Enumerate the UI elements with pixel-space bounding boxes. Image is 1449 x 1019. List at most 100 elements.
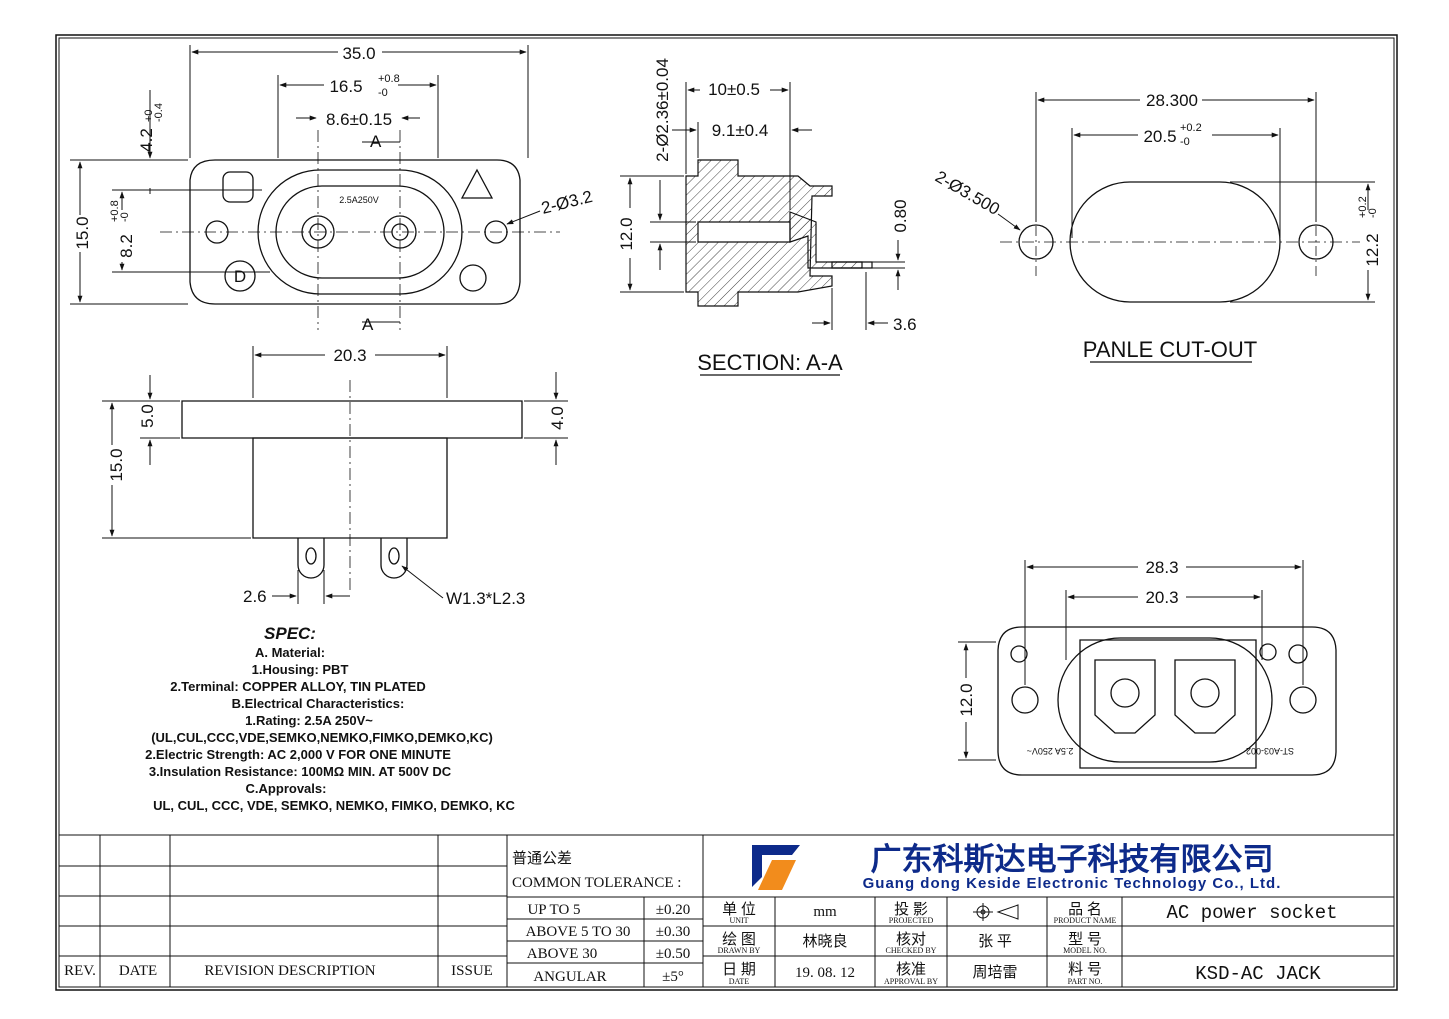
tb-tol-range: ABOVE 5 TO 30 [526,924,631,940]
cutout-title: PANLE CUT-OUT [1083,337,1257,362]
mark-icon [1289,645,1307,663]
dim-inner-height-tol-up: +0.8 [109,200,121,222]
side-view-pin-left [298,538,324,578]
ul-mark-icon [223,172,253,202]
section-terminal-tab [832,262,872,268]
tb-tolerance-en: COMMON TOLERANCE : [512,875,681,891]
dim-height: 15.0 [73,216,92,249]
rear-view-contact-right [1191,679,1219,707]
dim-terminal-len: 3.6 [893,315,917,334]
tb-drawn-value: 林晓良 [802,933,847,950]
tb-desc-header: REVISION DESCRIPTION [204,963,375,979]
side-view-pin-right-slot [389,548,399,564]
dim-cutout-hole-span: 28.300 [1146,91,1198,110]
section-dimensions [620,82,905,375]
tb-unit-value: mm [813,904,837,920]
tb-product-cn: 品 名 [1068,901,1102,918]
title-block-grid [59,835,1394,987]
tb-rev-header: REV. [64,963,96,979]
section-mark-bottom: A [362,315,374,334]
top-view-flange [190,160,520,304]
rear-view-contact-left [1111,679,1139,707]
side-view-dimensions [102,346,568,604]
section-pin-channel [698,222,790,242]
side-view-flange [182,401,522,438]
section-mark-top: A [370,132,382,151]
dim-cutout-holes: 2-Ø3.500 [932,167,1003,219]
dim-inner-height-tol-down: -0 [119,212,131,222]
tb-checked-value: 张 平 [978,933,1012,950]
dim-offset-tol-up: +0 [143,109,155,122]
tb-date-header: DATE [119,963,157,979]
outer-border [56,35,1397,990]
d-mark-letter: D [234,267,246,286]
tb-tol-range: UP TO 5 [527,902,580,918]
tb-tol-value: ±0.30 [656,924,690,940]
rear-view-socket-left [1095,660,1155,733]
tb-date-value: 19. 08. 12 [795,965,855,981]
rear-view-socket-right [1175,660,1235,733]
tb-model-en: MODEL NO. [1063,946,1107,955]
dim-side-width: 20.3 [333,346,366,365]
top-view [160,130,560,330]
tb-tol-range: ANGULAR [533,969,606,985]
side-view-pin-right [381,538,407,578]
tb-drawn-en: DRAWN BY [718,946,761,955]
dim-rear-hole-span: 28.3 [1145,558,1178,577]
rear-view-marking-rating: 2.5A 250V~ [1027,746,1074,756]
dim-pin-span-tol-down: -0 [378,87,388,99]
company-logo-icon [752,845,800,890]
rear-view [998,627,1336,775]
tb-tolerance-cn: 普通公差 [512,850,572,867]
dim-terminal-thk: 0.80 [891,199,910,232]
dim-side-flange: 5.0 [138,404,157,428]
spec-line: B.Electrical Characteristics: [232,696,405,711]
d-mark-icon [225,261,255,291]
spec-line: (UL,CUL,CCC,VDE,SEMKO,NEMKO,FIMKO,DEMKO,… [151,730,493,745]
mark-icon [1011,646,1027,662]
dim-rear-body-width: 20.3 [1145,588,1178,607]
side-view-pin-left-slot [306,548,316,564]
semko-mark-icon [460,265,486,291]
tb-projected-en: PROJECTED [889,916,934,925]
dim-pin-dia: 2-Ø2.36±0.04 [653,58,672,162]
tb-part-en: PART NO. [1068,977,1103,986]
spec-line: 1.Housing: PBT [252,662,349,677]
dim-mount-holes: 2-Ø3.2 [539,187,594,218]
spec-line: 2.Electric Strength: AC 2,000 V FOR ONE … [145,747,451,762]
tb-part-value: KSD-AC JACK [1195,963,1321,985]
tb-checked-cn: 核对 [896,931,926,948]
dim-cutout-slot-width-tol-up: +0.2 [1180,122,1202,134]
dim-offset-tol-down: -0.4 [153,103,165,122]
dim-section-height: 12.0 [617,217,636,250]
dim-overall-width: 35.0 [342,44,375,63]
dim-pin-span: 16.5 [329,77,362,96]
dim-rear-height: 12.0 [957,683,976,716]
tb-product-value: AC power socket [1166,902,1337,924]
rear-view-flange [998,627,1336,775]
dim-inner-height: 8.2 [117,234,136,258]
dim-side-flange-right: 4.0 [548,406,567,430]
tb-tol-value: ±0.20 [656,902,690,918]
spec-line: A. Material: [255,645,325,660]
dim-section-width-inner: 9.1±0.4 [712,121,769,140]
top-view-dimensions [70,45,540,322]
tb-tol-value: ±0.50 [656,946,690,962]
inner-border [59,38,1394,987]
dim-cutout-slot-height-tol-up: +0.2 [1357,196,1369,218]
rear-view-body [1080,640,1256,768]
dim-side-terminal: W1.3*L2.3 [446,589,525,608]
spec-block: SPEC: A. Material: 1.Housing: PBT 2.Term… [145,624,515,813]
company-name-en: Guang dong Keside Electronic Technology … [863,875,1282,892]
section-title: SECTION: A-A [697,350,843,375]
tb-date-cn: 日 期 [722,961,756,978]
cutout-slot [1070,182,1280,302]
tb-date-en: DATE [729,977,750,986]
tb-checked-en: CHECKED BY [886,946,937,955]
spec-line: C.Approvals: [246,781,327,796]
rear-view-dimensions [958,560,1303,760]
tb-issue-header: ISSUE [451,963,493,979]
dim-cutout-slot-width: 20.5 [1143,127,1176,146]
tb-tol-value: ±5° [662,969,684,985]
